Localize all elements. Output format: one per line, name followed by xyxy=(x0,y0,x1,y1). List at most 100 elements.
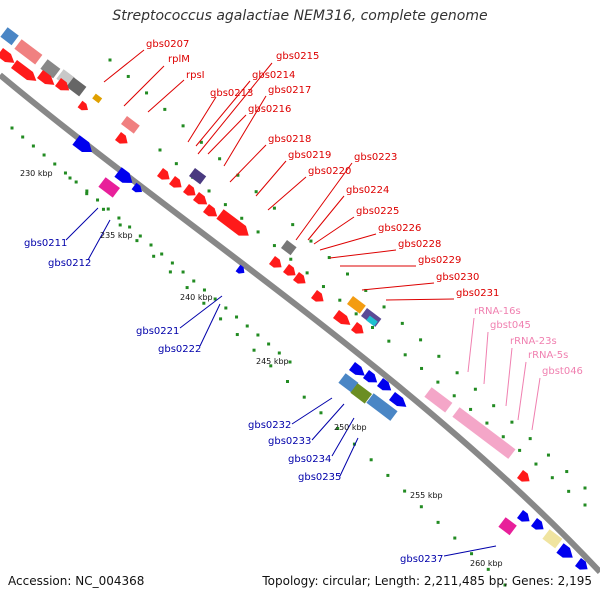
leader-line xyxy=(443,545,497,557)
tick-mark xyxy=(583,503,587,507)
gene-feature xyxy=(40,59,61,79)
gene-block xyxy=(452,407,516,459)
label-leader-lines xyxy=(65,49,541,557)
tick-mark xyxy=(256,230,260,234)
tick-mark xyxy=(181,124,185,128)
gene-arrow xyxy=(332,310,351,325)
tick-mark xyxy=(10,126,14,130)
gene-feature xyxy=(72,135,92,153)
leader-line xyxy=(103,49,145,83)
tick-mark xyxy=(74,180,78,184)
leader-line xyxy=(197,62,273,155)
gene-arrow xyxy=(348,362,365,376)
topology-label: Topology: circular; Length: 2,211,485 bp… xyxy=(262,574,592,588)
tick-mark xyxy=(235,333,239,337)
tick-mark xyxy=(382,305,386,309)
tick-mark xyxy=(565,470,569,474)
gene-label-forward: gbs0225 xyxy=(356,206,399,217)
scale-label: 255 kbp xyxy=(410,491,443,500)
tick-mark xyxy=(546,453,550,457)
gene-feature xyxy=(574,558,588,570)
tick-mark xyxy=(245,324,249,328)
tick-mark xyxy=(272,244,276,248)
gene-feature xyxy=(54,78,70,91)
tick-mark xyxy=(207,189,211,193)
gene-feature xyxy=(388,392,407,407)
gene-feature xyxy=(0,27,19,46)
gene-arrow xyxy=(292,272,306,284)
gene-feature xyxy=(348,362,365,376)
tick-mark xyxy=(327,256,331,260)
gene-arrow xyxy=(54,78,70,91)
gene-feature xyxy=(188,168,207,185)
leader-line xyxy=(467,317,475,373)
leader-line xyxy=(291,397,333,425)
gene-label-forward: rpsI xyxy=(186,70,205,81)
tick-mark xyxy=(158,148,162,152)
tick-mark xyxy=(403,489,407,493)
tick-mark xyxy=(202,288,206,292)
tick-mark xyxy=(149,243,153,247)
gene-arrow xyxy=(516,510,530,522)
gene-label-forward: gbs0230 xyxy=(436,272,479,283)
tick-mark xyxy=(152,254,156,258)
tick-mark xyxy=(387,339,391,343)
gene-arrow xyxy=(156,168,170,180)
gene-label-reverse: gbs0234 xyxy=(288,454,331,465)
tick-mark xyxy=(163,107,167,111)
gene-feature xyxy=(366,315,378,327)
gene-feature xyxy=(452,407,516,459)
gene-label-forward: gbs0219 xyxy=(288,150,331,161)
tick-mark xyxy=(470,552,474,556)
gene-label-forward: gbs0229 xyxy=(418,255,461,266)
leader-line xyxy=(483,331,489,385)
tick-mark xyxy=(346,272,349,276)
tick-mark xyxy=(145,91,149,95)
gene-block xyxy=(280,240,297,256)
gene-block xyxy=(424,387,453,413)
leader-line xyxy=(319,233,377,251)
tick-mark xyxy=(96,198,100,202)
leader-line xyxy=(87,219,111,261)
gene-label-forward: gbs0214 xyxy=(252,70,295,81)
tick-mark xyxy=(202,301,206,305)
gene-label-reverse: gbs0232 xyxy=(248,420,291,431)
tick-mark xyxy=(68,176,72,180)
scale-label: 245 kbp xyxy=(256,357,289,366)
gene-feature xyxy=(192,192,208,205)
tick-mark xyxy=(63,171,67,175)
gene-label-forward: gbs0224 xyxy=(346,185,389,196)
leader-line xyxy=(505,347,513,407)
gene-label-forward: gbs0218 xyxy=(268,134,311,145)
gene-block xyxy=(40,59,61,79)
tick-mark xyxy=(174,162,178,166)
gene-label-forward: gbs0216 xyxy=(248,104,291,115)
gene-block xyxy=(366,315,378,327)
leader-line xyxy=(385,298,455,301)
tick-mark xyxy=(400,321,404,325)
genes xyxy=(0,27,588,570)
tick-mark xyxy=(336,426,340,430)
gene-feature xyxy=(338,373,359,393)
tick-mark xyxy=(354,312,358,316)
leader-line xyxy=(517,361,527,421)
gene-block xyxy=(350,383,372,404)
tick-mark xyxy=(437,354,441,358)
gene-arrow xyxy=(530,518,544,530)
gene-feature xyxy=(14,39,43,65)
tick-mark xyxy=(419,338,423,342)
tick-mark xyxy=(252,348,256,352)
gene-block xyxy=(98,177,120,198)
gene-feature xyxy=(516,470,530,482)
gene-block xyxy=(0,27,19,46)
leader-line xyxy=(65,207,99,241)
gene-feature xyxy=(310,290,324,302)
tick-mark xyxy=(492,404,496,408)
gene-label-reverse: gbs0237 xyxy=(400,554,443,565)
tick-mark xyxy=(371,326,374,329)
tick-mark xyxy=(534,462,538,466)
gene-feature xyxy=(280,240,297,256)
tick-mark xyxy=(286,380,289,383)
tick-mark xyxy=(288,360,292,364)
tick-mark xyxy=(108,58,112,62)
